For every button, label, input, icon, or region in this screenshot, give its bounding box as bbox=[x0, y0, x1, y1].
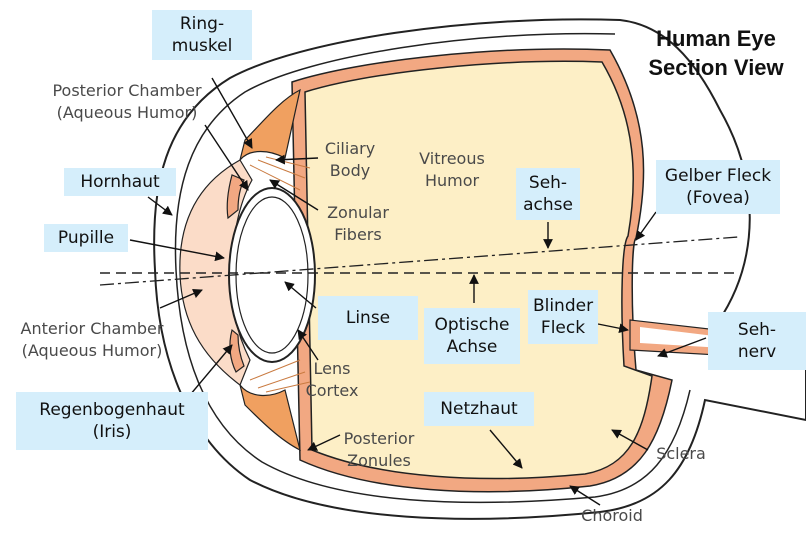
posterior-chamber-line-2: (Aqueous Humor) bbox=[32, 102, 222, 124]
ciliary-body-line-1: Ciliary bbox=[312, 138, 388, 160]
label-posterior-chamber: Posterior Chamber (Aqueous Humor) bbox=[32, 80, 222, 124]
posterior-zonules-line-2: Zonules bbox=[334, 450, 424, 472]
label-ringmuskel: Ring- muskel bbox=[152, 10, 252, 60]
ringmuskel-line-2: muskel bbox=[172, 35, 233, 57]
sehachse-line-2: achse bbox=[523, 194, 573, 216]
label-sehnerv: Seh- nerv bbox=[708, 312, 806, 370]
label-sclera: Sclera bbox=[646, 443, 716, 465]
label-pupille: Pupille bbox=[44, 224, 128, 252]
zonular-fibers-line-2: Fibers bbox=[318, 224, 398, 246]
label-lens-cortex: Lens Cortex bbox=[300, 358, 364, 402]
blinder-fleck-line-1: Blinder bbox=[533, 295, 593, 317]
zonular-fibers-line-1: Zonular bbox=[318, 202, 398, 224]
label-regenbogenhaut: Regenbogenhaut (Iris) bbox=[16, 392, 208, 450]
lens-inner bbox=[236, 197, 308, 353]
label-vitreous-humor: Vitreous Humor bbox=[410, 148, 494, 192]
regenbogenhaut-line-2: (Iris) bbox=[93, 421, 132, 443]
diagram-title: Human Eye Section View bbox=[636, 24, 796, 82]
regenbogenhaut-line-1: Regenbogenhaut bbox=[39, 399, 184, 421]
anterior-chamber-line-2: (Aqueous Humor) bbox=[2, 340, 182, 362]
posterior-zonules-line-1: Posterior bbox=[334, 428, 424, 450]
label-zonular-fibers: Zonular Fibers bbox=[318, 202, 398, 246]
label-hornhaut: Hornhaut bbox=[64, 168, 176, 196]
lens-cortex-line-2: Cortex bbox=[300, 380, 364, 402]
title-line-1: Human Eye bbox=[636, 24, 796, 53]
ciliary-body-line-2: Body bbox=[312, 160, 388, 182]
sehachse-line-1: Seh- bbox=[529, 172, 567, 194]
label-gelber-fleck: Gelber Fleck (Fovea) bbox=[656, 160, 780, 214]
label-ciliary-body: Ciliary Body bbox=[312, 138, 388, 182]
posterior-chamber-line-1: Posterior Chamber bbox=[32, 80, 222, 102]
anterior-chamber-line-1: Anterior Chamber bbox=[2, 318, 182, 340]
label-blinder-fleck: Blinder Fleck bbox=[528, 290, 598, 344]
vitreous-humor-line-1: Vitreous bbox=[410, 148, 494, 170]
gelber-fleck-line-2: (Fovea) bbox=[686, 187, 750, 209]
label-posterior-zonules: Posterior Zonules bbox=[334, 428, 424, 472]
optische-achse-line-1: Optische bbox=[435, 314, 510, 336]
ringmuskel-line-1: Ring- bbox=[180, 13, 224, 35]
lens-cortex-line-1: Lens bbox=[300, 358, 364, 380]
optische-achse-line-2: Achse bbox=[447, 336, 498, 358]
gelber-fleck-line-1: Gelber Fleck bbox=[665, 165, 771, 187]
label-netzhaut: Netzhaut bbox=[424, 392, 534, 426]
blinder-fleck-line-2: Fleck bbox=[541, 317, 585, 339]
label-linse: Linse bbox=[318, 296, 418, 340]
label-choroid: Choroid bbox=[570, 505, 654, 527]
sehnerv-line-2: nerv bbox=[738, 341, 776, 363]
sehnerv-line-1: Seh- bbox=[738, 319, 776, 341]
title-line-2: Section View bbox=[636, 53, 796, 82]
label-sehachse: Seh- achse bbox=[516, 168, 580, 220]
vitreous-humor-line-2: Humor bbox=[410, 170, 494, 192]
label-optische-achse: Optische Achse bbox=[424, 308, 520, 364]
label-anterior-chamber: Anterior Chamber (Aqueous Humor) bbox=[2, 318, 182, 362]
